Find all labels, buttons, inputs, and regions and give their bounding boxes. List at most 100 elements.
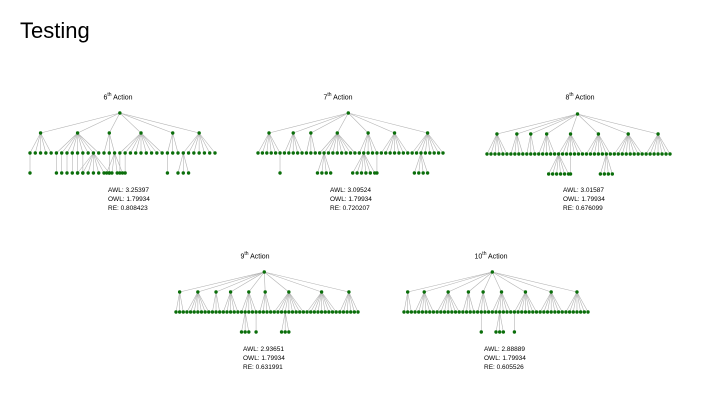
tree-edge bbox=[197, 291, 206, 313]
tree-number: 10 bbox=[474, 253, 483, 261]
level3-node bbox=[86, 171, 90, 175]
tree-edge bbox=[263, 291, 266, 313]
level1-node bbox=[515, 132, 519, 136]
tree-edge bbox=[606, 153, 613, 175]
level2-node bbox=[181, 151, 185, 155]
tree-edge bbox=[418, 291, 425, 313]
tree-edge bbox=[336, 132, 342, 154]
tree-edge bbox=[538, 133, 547, 155]
tree-edge bbox=[87, 152, 94, 174]
stat-owl: OWL: 1.79934 bbox=[108, 196, 150, 203]
tree-edge bbox=[61, 132, 78, 154]
tree-edge bbox=[501, 291, 511, 313]
level2-node bbox=[221, 310, 226, 314]
level2-node bbox=[501, 310, 506, 314]
tree-edge bbox=[586, 133, 599, 155]
level1-node bbox=[425, 131, 430, 135]
level3-node bbox=[176, 171, 180, 175]
level2-node bbox=[290, 310, 295, 314]
stat-awl: AWL: 2.93651 bbox=[243, 346, 284, 353]
tree-edge bbox=[317, 152, 325, 174]
level2-node bbox=[177, 310, 182, 314]
tree-edge bbox=[263, 271, 266, 293]
level2-node bbox=[441, 151, 445, 155]
level2-node bbox=[199, 310, 204, 314]
tree-edge bbox=[310, 132, 316, 154]
tree-edge bbox=[576, 291, 589, 313]
level2-node bbox=[644, 152, 648, 156]
tree-edge bbox=[193, 132, 200, 154]
level2-node bbox=[410, 151, 414, 155]
level2-node bbox=[531, 310, 535, 314]
tree-edge bbox=[288, 291, 304, 313]
tree-edge bbox=[448, 271, 493, 293]
level3-node bbox=[351, 171, 355, 175]
level3-node bbox=[598, 172, 603, 176]
tree-edge bbox=[277, 291, 290, 313]
level2-node bbox=[612, 152, 617, 156]
ordinal-suffix: th bbox=[107, 92, 112, 98]
tree-10 bbox=[402, 270, 590, 334]
tree-edge bbox=[499, 311, 504, 333]
level2-node bbox=[316, 310, 320, 314]
level2-node bbox=[171, 151, 175, 155]
tree-number: 8 bbox=[565, 94, 570, 102]
ordinal-suffix: th bbox=[569, 92, 574, 98]
tree-edge bbox=[525, 291, 537, 313]
tree-edge bbox=[348, 112, 428, 134]
level2-node bbox=[291, 151, 295, 155]
level2-node bbox=[560, 310, 564, 314]
tree-edge bbox=[266, 132, 270, 154]
tree-7 bbox=[256, 111, 445, 175]
level1-node bbox=[405, 290, 410, 294]
level2-node bbox=[520, 310, 524, 314]
tree-edge bbox=[306, 291, 322, 313]
level3-node bbox=[81, 171, 85, 175]
level2-node bbox=[261, 310, 266, 314]
level2-node bbox=[656, 152, 660, 156]
tree-edge bbox=[614, 133, 629, 155]
tree-edge bbox=[179, 291, 184, 313]
level3-node bbox=[186, 171, 191, 175]
level2-node bbox=[420, 310, 425, 314]
tree-edge bbox=[119, 112, 173, 134]
tree-edge bbox=[281, 291, 290, 313]
tree-edge bbox=[414, 152, 422, 174]
tree-edge bbox=[547, 291, 552, 313]
tree-edge bbox=[590, 133, 599, 155]
level2-node bbox=[388, 151, 392, 155]
level2-node bbox=[102, 151, 106, 155]
tree-edge bbox=[490, 133, 498, 155]
tree-edge bbox=[114, 152, 123, 174]
stat-awl: AWL: 2.88889 bbox=[484, 346, 525, 353]
tree-edge bbox=[627, 133, 639, 155]
level3-node bbox=[421, 171, 425, 175]
tree-edge bbox=[339, 291, 350, 313]
tree-edge bbox=[288, 291, 293, 313]
level2-node bbox=[436, 151, 441, 155]
tree-edge bbox=[264, 271, 290, 293]
tree-edge bbox=[422, 291, 425, 313]
level2-node bbox=[489, 152, 493, 156]
tree-edge bbox=[496, 133, 508, 155]
tree-edge bbox=[198, 132, 216, 154]
level2-node bbox=[305, 310, 309, 314]
level3-node bbox=[70, 171, 74, 175]
tree-edge bbox=[495, 291, 502, 313]
level2-node bbox=[276, 310, 280, 314]
tree-edge bbox=[343, 291, 350, 313]
stat-owl: OWL: 1.79934 bbox=[563, 196, 605, 203]
level2-node bbox=[468, 310, 472, 314]
level2-node bbox=[81, 151, 85, 155]
level3-node bbox=[417, 171, 421, 175]
level2-node bbox=[236, 310, 240, 314]
tree-edge bbox=[93, 152, 110, 174]
level2-node bbox=[397, 151, 401, 155]
tree-edge bbox=[321, 291, 333, 313]
tree-edge bbox=[499, 291, 502, 313]
level2-node bbox=[516, 310, 520, 314]
tree-edge bbox=[606, 153, 609, 175]
level2-node bbox=[149, 151, 154, 155]
level3-node bbox=[279, 330, 284, 334]
tree-edge bbox=[436, 291, 449, 313]
